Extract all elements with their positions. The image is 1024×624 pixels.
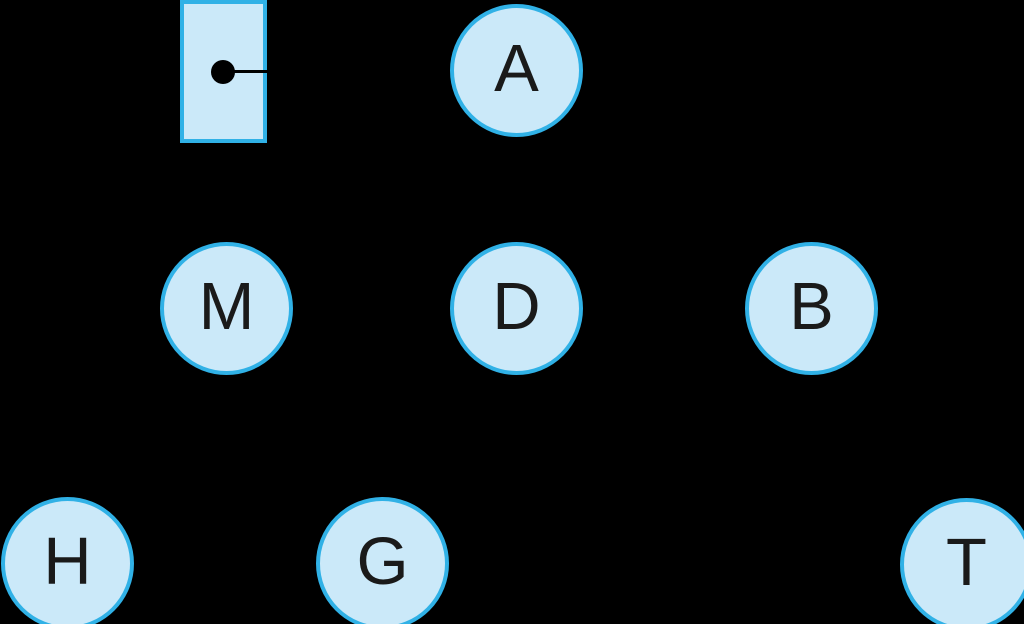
- node-label-m: M: [198, 269, 255, 344]
- node-label-h: H: [43, 524, 92, 599]
- node-label-t: T: [946, 525, 987, 600]
- tree-node-g: G: [316, 497, 449, 624]
- root-pointer-box: [180, 0, 267, 143]
- node-label-b: B: [789, 269, 834, 344]
- node-label-a: A: [494, 31, 539, 106]
- tree-node-m: M: [160, 242, 293, 375]
- tree-node-h: H: [1, 497, 134, 624]
- node-label-d: D: [492, 269, 541, 344]
- tree-node-d: D: [450, 242, 583, 375]
- tree-node-a: A: [450, 4, 583, 137]
- pointer-line: [223, 70, 267, 73]
- node-label-g: G: [356, 524, 409, 599]
- tree-node-b: B: [745, 242, 878, 375]
- pointer-dot-icon: [211, 60, 235, 84]
- tree-node-t: T: [900, 498, 1024, 624]
